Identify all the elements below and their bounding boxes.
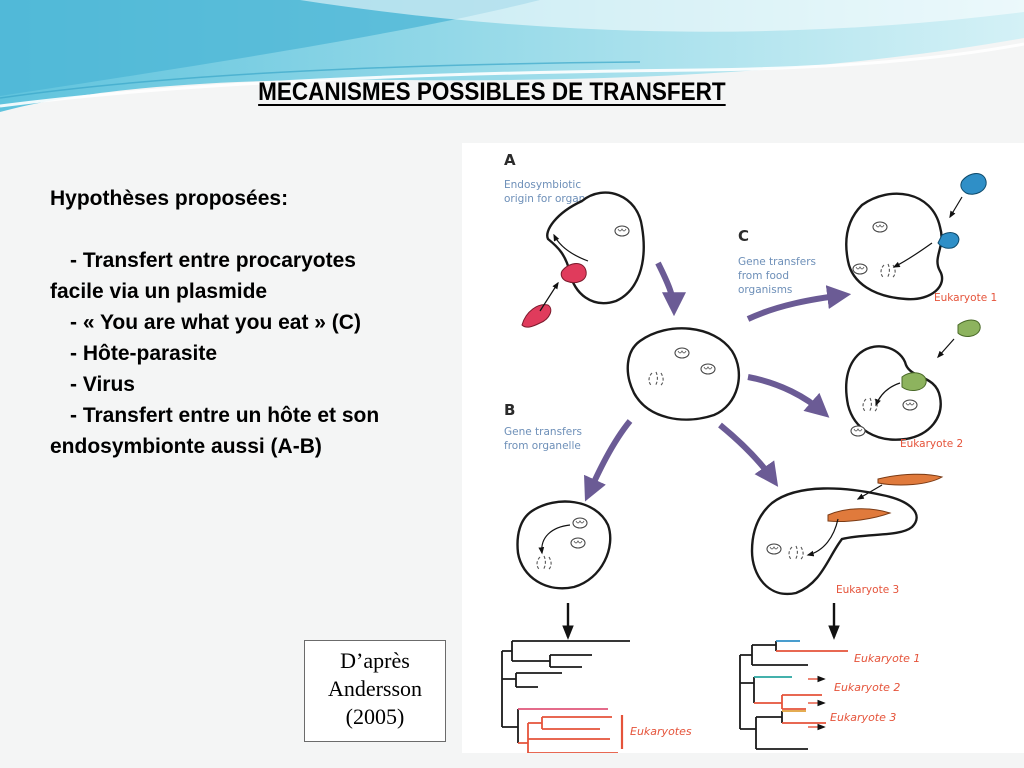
hypothesis-line: - Transfert entre procaryotes	[70, 249, 356, 272]
purple-arrow	[747, 374, 830, 418]
slide-title: MECANISMES POSSIBLES DE TRANSFERT	[258, 78, 726, 106]
section-c-line: from food	[738, 270, 789, 282]
green-cell	[957, 319, 981, 337]
credit-line: D’après	[340, 648, 410, 673]
section-b-line: from organelle	[504, 440, 581, 452]
eukaryote-1-label: Eukaryote 1	[934, 292, 997, 304]
hypothesis-line: - « You are what you eat » (C)	[70, 311, 361, 334]
hypotheses-block: Hypothèses proposées: - Transfert entre …	[50, 183, 460, 462]
eukaryote-2-label: Eukaryote 2	[900, 438, 963, 450]
hypothesis-line: - Virus	[70, 373, 135, 396]
green-cell-arrow	[937, 338, 955, 359]
gene-transfer-diagram: A Endosymbiotic origin for organelle B G…	[462, 143, 1024, 753]
header-waves	[0, 0, 1024, 112]
purple-arrow	[718, 422, 779, 487]
hypotheses-heading: Hypothèses proposées:	[50, 187, 289, 210]
tree-left-label: Eukaryotes	[630, 725, 692, 738]
orange-cell	[877, 473, 944, 486]
tree-right-label: Eukaryote 2	[834, 681, 900, 694]
phylo-tree-left	[501, 640, 630, 753]
organelle-transfer-cell	[516, 500, 612, 590]
purple-arrow	[746, 285, 852, 322]
blue-cell	[960, 173, 987, 195]
section-c-letter: C	[738, 227, 749, 245]
section-a-letter: A	[504, 151, 516, 169]
central-cell	[626, 327, 741, 421]
hypothesis-line: endosymbionte aussi (A-B)	[50, 435, 322, 458]
eukaryote-2-cell	[845, 345, 942, 441]
section-b-line: Gene transfers	[504, 426, 582, 438]
phylo-tree-right	[739, 640, 848, 750]
hypothesis-line: - Hôte-parasite	[70, 342, 218, 365]
purple-arrow	[655, 261, 686, 317]
eukaryote-1-cell	[845, 192, 960, 301]
hypothesis-line: - Transfert entre un hôte et son	[70, 404, 380, 427]
eukaryote-3-cell	[750, 487, 918, 596]
red-cell	[521, 304, 552, 328]
tree-right-label: Eukaryote 1	[854, 652, 920, 665]
section-a-line: Endosymbiotic	[504, 179, 581, 191]
tree-right-label: Eukaryote 3	[830, 711, 896, 724]
section-c-line: organisms	[738, 284, 792, 296]
blue-cell-arrow	[949, 196, 963, 219]
engulf-arrow	[539, 281, 559, 312]
section-b-letter: B	[504, 401, 515, 419]
eukaryote-3-label: Eukaryote 3	[836, 584, 899, 596]
hypothesis-line: facile via un plasmide	[50, 280, 268, 303]
diagram-svg: A Endosymbiotic origin for organelle B G…	[501, 151, 997, 753]
credit-line: (2005)	[345, 704, 405, 729]
purple-arrow	[584, 419, 633, 502]
credit-line: Andersson	[327, 676, 423, 701]
red-cell-engulfed	[560, 263, 587, 284]
orange-cell-arrow	[856, 484, 883, 500]
section-c-line: Gene transfers	[738, 256, 816, 268]
credit-box: D’après Andersson (2005)	[304, 640, 446, 742]
host-cell-a	[546, 191, 645, 305]
